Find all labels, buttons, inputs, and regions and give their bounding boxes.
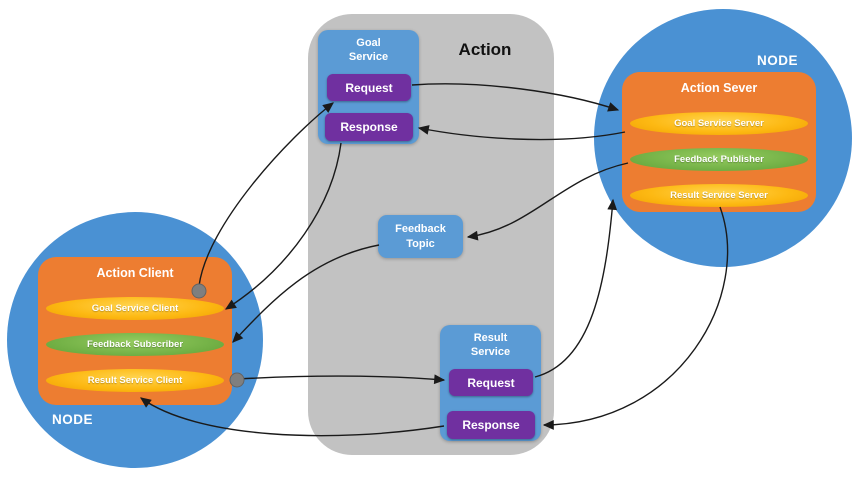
- result-service-box: Result Service Request Response: [440, 325, 541, 441]
- goal-service-client-pill: Goal Service Client: [46, 297, 224, 320]
- feedback-publisher-pill: Feedback Publisher: [630, 148, 808, 171]
- feedback-subscriber-label: Feedback Subscriber: [86, 339, 184, 350]
- goal-service-title: Goal Service: [318, 30, 419, 65]
- result-service-server-pill: Result Service Server: [630, 184, 808, 207]
- feedback-topic-label: Feedback Topic: [395, 223, 446, 250]
- goal-service-server-pill: Goal Service Server: [630, 112, 808, 135]
- goal-service-client-label: Goal Service Client: [91, 303, 179, 314]
- result-request-box: Request: [449, 369, 533, 396]
- result-response-box: Response: [447, 411, 535, 439]
- result-service-title: Result Service: [440, 325, 541, 360]
- client-node-label: NODE: [52, 412, 94, 427]
- result-service-server-label: Result Service Server: [670, 190, 768, 201]
- result-service-client-label: Result Service Client: [87, 375, 183, 386]
- feedback-topic-box: Feedback Topic: [378, 215, 463, 258]
- action-client-title: Action Client: [96, 266, 174, 280]
- feedback-subscriber-pill: Feedback Subscriber: [46, 333, 224, 356]
- goal-service-box: Goal Service Request Response: [318, 30, 419, 144]
- feedback-publisher-label: Feedback Publisher: [674, 154, 764, 165]
- goal-service-title-text: Goal Service: [348, 37, 389, 64]
- action-server-box: Action Sever Goal Service Server Feedbac…: [622, 72, 816, 212]
- goal-response-box: Response: [325, 113, 413, 141]
- action-client-box: Action Client Goal Service Client Feedba…: [38, 257, 232, 405]
- server-node-label: NODE: [757, 53, 799, 68]
- result-service-title-text: Result Service: [470, 332, 511, 359]
- goal-service-server-label: Goal Service Server: [674, 118, 764, 129]
- action-server-title: Action Sever: [680, 81, 758, 95]
- goal-request-box: Request: [327, 74, 411, 101]
- action-title: Action: [458, 40, 512, 59]
- result-service-client-pill: Result Service Client: [46, 369, 224, 392]
